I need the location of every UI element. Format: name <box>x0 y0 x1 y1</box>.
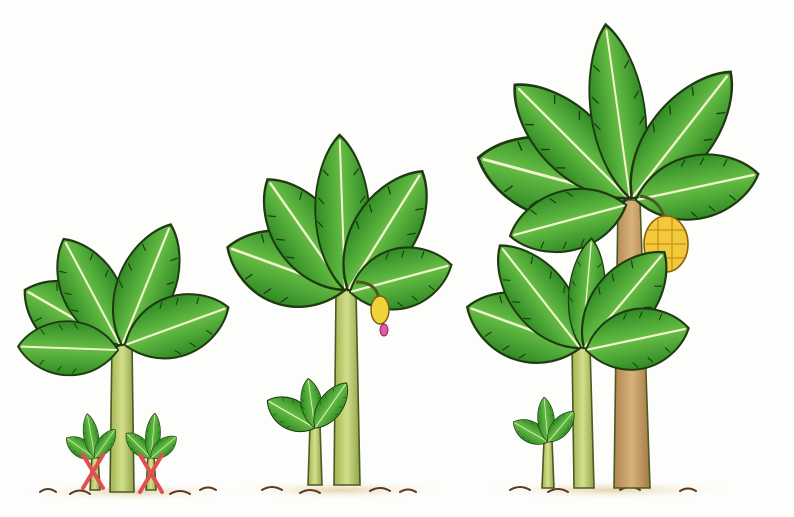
leaf-crown <box>215 134 459 324</box>
stage-1-plant <box>8 214 240 502</box>
stage-2-plant <box>215 134 459 500</box>
sucker <box>508 396 580 488</box>
pseudostem-daughter <box>572 345 594 488</box>
pseudostem <box>110 340 134 492</box>
leaf-crown-mature <box>468 21 765 265</box>
soil-patch <box>480 480 740 500</box>
banana-flower <box>380 324 388 336</box>
stage-3-plant <box>456 21 765 500</box>
